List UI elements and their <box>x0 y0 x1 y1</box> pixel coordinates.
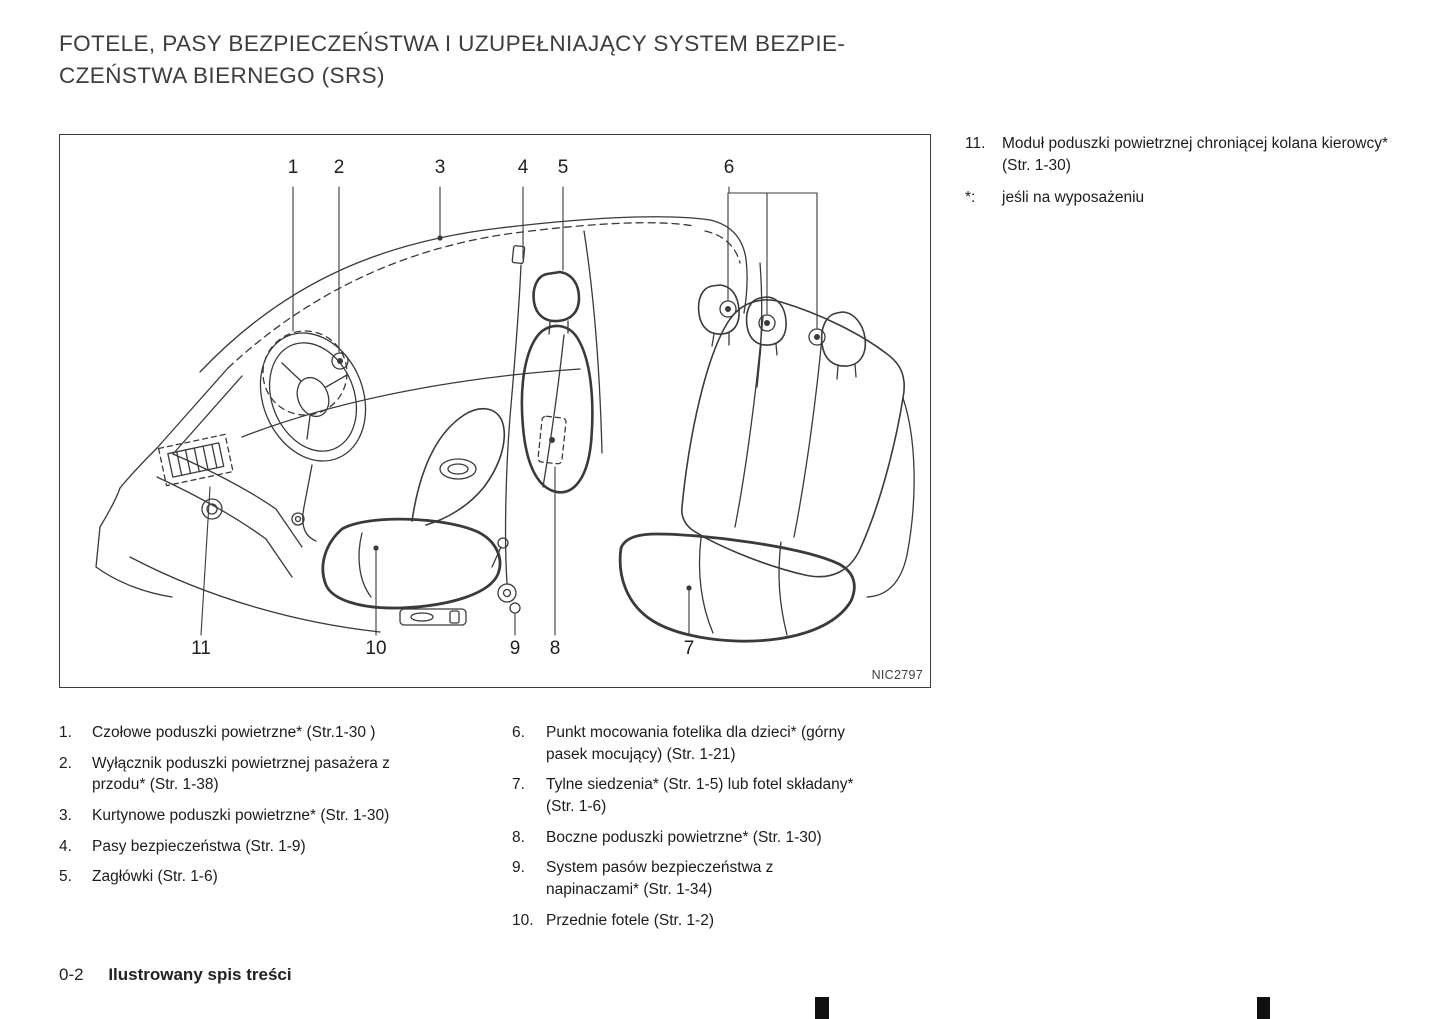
legend-number: 8. <box>512 828 525 846</box>
front-passenger-seat <box>520 270 594 494</box>
legend-text: Boczne poduszki powietrzne* (Str. 1-30) <box>546 828 822 846</box>
driver-airbag-marker <box>262 330 348 416</box>
rear-headrest-2 <box>745 296 787 346</box>
callout-7: 7 <box>683 638 695 659</box>
callout-10: 10 <box>365 638 387 659</box>
legend-number: 4. <box>59 837 72 855</box>
car-body <box>95 216 763 633</box>
legend-number: 5. <box>59 868 72 886</box>
legend-column-right: 6. Punkt mocowania fotelika dla dzieci* … <box>512 722 858 932</box>
callout-6: 6 <box>723 157 735 178</box>
legend-number: 10. <box>512 911 534 929</box>
legend-text: Tylne siedzenia* (Str. 1-5) lub fotel sk… <box>546 776 854 816</box>
callout-1: 1 <box>287 157 299 178</box>
side-airbag-marker <box>537 415 567 465</box>
legend-text: Pasy bezpieczeństwa (Str. 1-9) <box>92 837 306 855</box>
legend-item-9: 9. System pasów bezpieczeństwa z napinac… <box>512 857 858 900</box>
side-note-number: 11. <box>965 135 986 152</box>
legend-number: 1. <box>59 724 72 741</box>
page-title-line2: CZEŃSTWA BIERNEGO (SRS) <box>59 62 385 88</box>
figure-car-interior: 1 2 3 4 5 6 11 10 9 8 7 NIC2797 <box>59 134 931 688</box>
page-title: FOTELE, PASY BEZPIECZEŃSTWA I UZUPEŁNIAJ… <box>59 28 979 92</box>
page-title-line1: FOTELE, PASY BEZPIECZEŃSTWA I UZUPEŁNIAJ… <box>59 31 846 56</box>
legend-item-4: 4. Pasy bezpieczeństwa (Str. 1-9) <box>59 836 424 858</box>
callout-2: 2 <box>333 157 345 178</box>
airbag-switch-marker <box>331 352 349 370</box>
page-footer: 0-2 Ilustrowany spis treści <box>59 965 292 985</box>
legend-item-5: 5. Zagłówki (Str. 1-6) <box>59 866 424 888</box>
callout-11: 11 <box>191 638 211 659</box>
footnote-text: jeśli na wyposażeniu <box>1002 189 1145 206</box>
legend-text: System pasów bezpieczeństwa z napinaczam… <box>546 859 774 899</box>
car-interior-diagram <box>95 186 915 643</box>
driver-seat <box>321 408 506 626</box>
legend-item-3: 3. Kurtynowe poduszki powietrzne* (Str. … <box>59 805 424 827</box>
rear-bench-seat <box>618 284 915 643</box>
print-registration-mark <box>815 997 829 1019</box>
legend-item-6: 6. Punkt mocowania fotelika dla dzieci* … <box>512 722 858 765</box>
legend-number: 2. <box>59 754 72 772</box>
child-seat-anchor-marker <box>719 300 737 318</box>
callout-leader-lines <box>200 186 818 636</box>
legend-item-8: 8. Boczne poduszki powietrzne* (Str. 1-3… <box>512 827 858 849</box>
legend-text: Przednie fotele (Str. 1-2) <box>546 911 714 929</box>
side-note-item-11: 11. Moduł poduszki powietrznej chroniące… <box>965 133 1395 177</box>
callout-5: 5 <box>557 157 569 178</box>
legend-number: 9. <box>512 859 525 877</box>
asterisk-footnote: *: jeśli na wyposażeniu <box>965 187 1395 209</box>
steering-wheel <box>259 330 367 542</box>
knee-airbag-module <box>157 433 234 487</box>
legend-item-1: 1. Czołowe poduszki powietrzne* (Str.1-3… <box>59 722 424 744</box>
callout-3: 3 <box>434 157 446 178</box>
callout-8: 8 <box>549 638 561 659</box>
footer-section-title: Ilustrowany spis treści <box>108 965 292 984</box>
callout-9: 9 <box>509 638 521 659</box>
child-seat-anchor-marker <box>808 328 826 346</box>
legend-number: 6. <box>512 724 525 741</box>
child-seat-anchor-marker <box>758 314 776 332</box>
legend-column-left: 1. Czołowe poduszki powietrzne* (Str.1-3… <box>59 722 424 888</box>
legend-number: 7. <box>512 776 525 794</box>
side-note-text: Moduł poduszki powietrznej chroniącej ko… <box>1002 135 1388 174</box>
legend-text: Czołowe poduszki powietrzne* (Str.1-30 ) <box>92 724 376 741</box>
seat-adjust-controls <box>399 608 467 626</box>
legend-text: Zagłówki (Str. 1-6) <box>92 868 218 886</box>
callout-4: 4 <box>517 157 529 178</box>
legend-item-10: 10. Przednie fotele (Str. 1-2) <box>512 910 858 932</box>
rear-headrest-3 <box>820 311 867 367</box>
legend-text: Punkt mocowania fotelika dla dzieci* (gó… <box>546 724 845 763</box>
legend-item-2: 2. Wyłącznik poduszki powietrznej pasaże… <box>59 753 424 796</box>
footnote-symbol: *: <box>965 189 976 206</box>
legend-item-7: 7. Tylne siedzenia* (Str. 1-5) lub fotel… <box>512 774 858 817</box>
belt-buckle <box>497 583 517 603</box>
figure-code: NIC2797 <box>871 668 923 682</box>
legend-number: 3. <box>59 807 72 825</box>
legend-text: Kurtynowe poduszki powietrzne* (Str. 1-3… <box>92 807 390 825</box>
rear-headrest-1 <box>697 284 740 335</box>
legend-text: Wyłącznik poduszki powietrznej pasażera … <box>92 754 390 794</box>
print-registration-mark <box>1257 997 1270 1019</box>
footer-page-number: 0-2 <box>59 965 84 984</box>
seat-belt <box>497 245 526 614</box>
